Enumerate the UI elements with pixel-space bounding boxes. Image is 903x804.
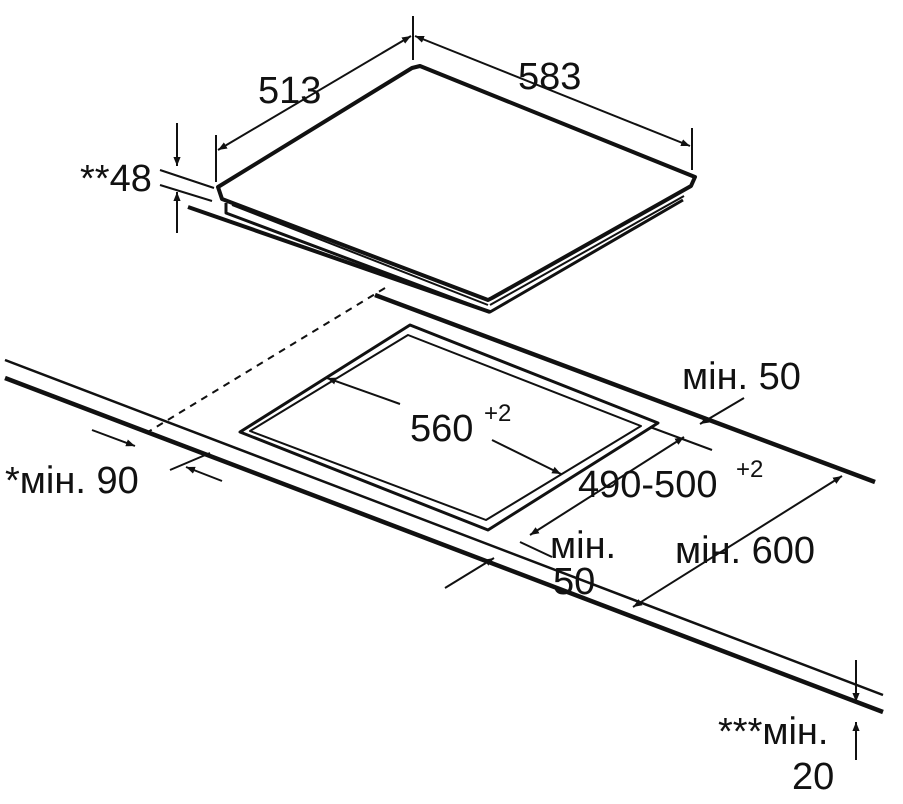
worktop-front-edge-lower: [4, 375, 884, 715]
min-front-label-2: 50: [553, 561, 596, 603]
dim-490-label: 490-500: [578, 464, 718, 506]
min-back-label: мін. 50: [682, 356, 801, 398]
min-worktop-label: мін. 600: [675, 530, 816, 572]
hidden-edge: [147, 287, 386, 433]
min-below-label-2: 20: [792, 756, 835, 798]
dim-490-line: [529, 436, 685, 536]
min-below-label-1: ***мін.: [718, 711, 829, 753]
cutout: [238, 323, 660, 532]
min-side-label: *мін. 90: [5, 460, 139, 502]
dim-513-line: [217, 35, 412, 151]
hob-dimensions: [159, 16, 693, 233]
cutout-outer: [238, 323, 660, 532]
dim-min50-front-arrow: [444, 557, 495, 589]
min-front-label-1: мін.: [550, 525, 617, 567]
dim-min600-line: [632, 475, 843, 608]
dim-min50-back-arrow: [699, 397, 745, 425]
worktop: [4, 287, 884, 715]
dim-560-right: [491, 439, 562, 475]
dim-583-line: [414, 35, 691, 147]
dim-560-left: [326, 377, 401, 405]
dim-513-label: 513: [258, 70, 322, 112]
dim-583-label: 583: [518, 56, 582, 98]
cutout-inner: [249, 334, 642, 521]
dim-min90-left-arrow: [91, 429, 136, 447]
cutout-dimensions: [91, 377, 860, 760]
worktop-front-edge-upper: [4, 358, 884, 697]
dim-490-tolerance: +2: [736, 456, 764, 483]
dim-560-label: 560: [410, 408, 474, 450]
dim-48-label: **48: [80, 158, 152, 200]
worktop-back-edge: [374, 292, 876, 485]
dim-min90-right-arrow: [185, 466, 223, 482]
hob-body: [224, 198, 684, 314]
dim-560-tolerance: +2: [484, 400, 512, 427]
